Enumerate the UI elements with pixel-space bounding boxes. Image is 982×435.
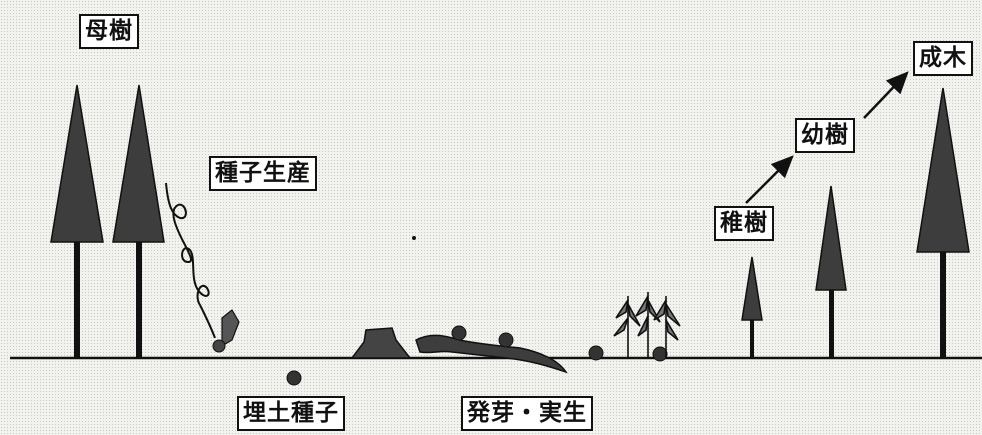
seed-on-log-2 — [498, 332, 514, 348]
speck — [412, 236, 416, 240]
seedling-label: 稚樹 — [714, 206, 774, 241]
mature-tree-label: 成木 — [913, 41, 973, 76]
seed-on-log-1 — [451, 325, 467, 341]
seed-ground-1 — [588, 345, 604, 361]
mother-tree-label: 母樹 — [79, 14, 139, 49]
buried-seed — [286, 370, 302, 386]
sapling-label: 幼樹 — [795, 118, 855, 153]
winged-seed — [221, 309, 240, 348]
seed-fall-path — [165, 182, 216, 339]
arrow-sapling-to-mature — [863, 71, 909, 119]
seed-ground-2 — [652, 346, 668, 362]
falling-seed — [212, 339, 226, 353]
mother-tree-left — [50, 84, 104, 358]
germination-label: 発芽・実生 — [461, 396, 593, 431]
mature-tree — [916, 87, 970, 358]
arrow-seedling-to-sapling — [745, 155, 794, 204]
tree-stump — [350, 327, 412, 359]
fallen-log — [415, 334, 568, 374]
seed-production-label: 種子生産 — [209, 156, 317, 191]
dwarf-bamboo — [613, 292, 681, 358]
mother-tree-right — [112, 84, 165, 358]
sapling-tree — [815, 185, 847, 358]
seedling-tree — [741, 256, 763, 358]
buried-seeds-label: 埋土種子 — [237, 396, 345, 431]
